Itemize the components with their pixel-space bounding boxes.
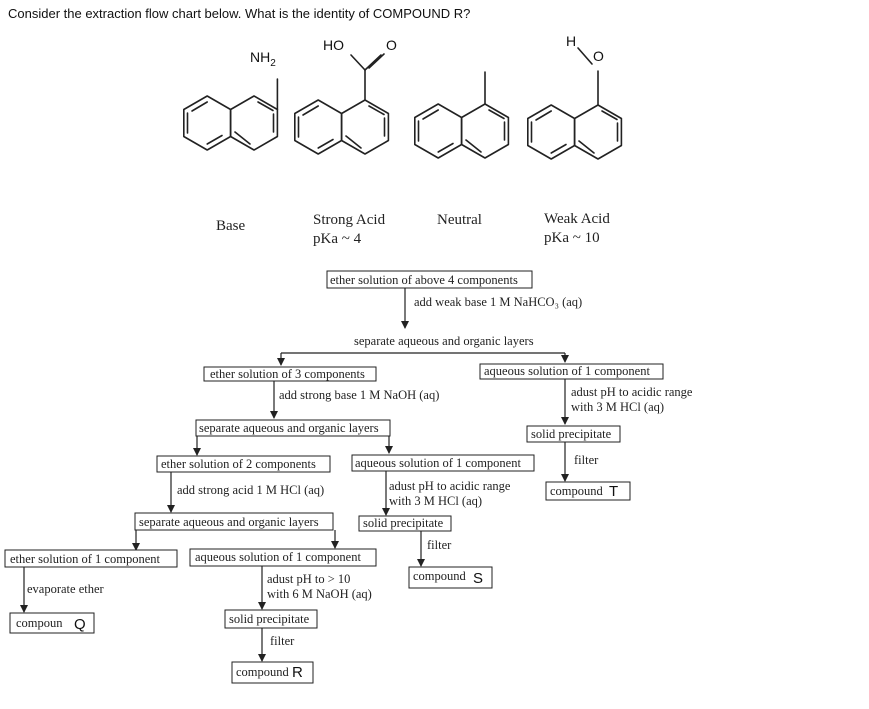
svg-text:aqueous solution of 1 componen: aqueous solution of 1 component [355, 456, 521, 470]
svg-text:compound: compound [413, 569, 467, 583]
svg-text:solid precipitate: solid precipitate [363, 516, 444, 530]
ether-3-components-box: ether solution of 3 components [203, 366, 377, 382]
compound-t-box: compound T [545, 481, 631, 501]
svg-text:aqueous solution of 1 componen: aqueous solution of 1 component [484, 364, 650, 378]
ether-2-components-box: ether solution of 2 components [156, 455, 331, 473]
solid-precipitate-t-box: solid precipitate [526, 425, 621, 443]
step3-label: add strong acid 1 M HCl (aq) [177, 483, 324, 497]
adjust-ph-t-line2: with 3 M HCl (aq) [571, 400, 664, 414]
phenol-oxygen-label: O [593, 48, 604, 64]
carbonyl-oxygen-label: O [386, 37, 397, 53]
separate-layers-2-box: separate aqueous and organic layers [195, 419, 391, 437]
compound-s-letter: S [473, 570, 483, 587]
adjust-ph-r-line2: with 6 M NaOH (aq) [267, 587, 372, 601]
question-text: Consider the extraction flow chart below… [8, 6, 471, 21]
filter-r-label: filter [270, 634, 295, 648]
adjust-ph-s-line1: adust pH to acidic range [389, 479, 511, 493]
svg-text:ether solution of 1 component: ether solution of 1 component [10, 552, 160, 566]
compound-t-letter: T [609, 483, 618, 500]
svg-text:separate aqueous and organic l: separate aqueous and organic layers [139, 515, 319, 529]
compound-r-letter: R [292, 664, 303, 681]
neutral-class-label: Neutral [437, 212, 482, 228]
phenol-hydrogen-label: H [566, 33, 576, 49]
step2-label: add strong base 1 M NaOH (aq) [279, 388, 439, 402]
step1-label: add weak base 1 M NaHCO₃ (aq) [414, 295, 582, 309]
compound-q-letter: Q [74, 616, 86, 633]
evaporate-ether-label: evaporate ether [27, 582, 105, 596]
solid-precipitate-s-box: solid precipitate [358, 515, 452, 532]
svg-text:solid precipitate: solid precipitate [229, 612, 310, 626]
neutral-molecule: Neutral [414, 71, 510, 228]
separate-layers-3-box: separate aqueous and organic layers [134, 512, 334, 531]
weak-acid-pka-label: pKa ~ 10 [544, 230, 600, 246]
strong-acid-class-label: Strong Acid [313, 212, 386, 228]
svg-text:separate aqueous and organic l: separate aqueous and organic layers [199, 421, 379, 435]
solid-precipitate-r-box: solid precipitate [224, 609, 318, 629]
aqueous-1-component-box-a: aqueous solution of 1 component [479, 363, 664, 380]
separate-layers-1-label: separate aqueous and organic layers [354, 334, 534, 348]
svg-text:ether solution of 2 components: ether solution of 2 components [161, 457, 316, 471]
base-class-label: Base [216, 218, 246, 234]
compound-s-box: compound S [408, 566, 493, 589]
weak-acid-class-label: Weak Acid [544, 211, 610, 227]
compound-r-box: compound R [231, 661, 314, 684]
strong-acid-molecule: HO O Strong Acid pKa ~ 4 [294, 37, 397, 247]
base-molecule: NH2 Base [183, 49, 279, 234]
filter-s-label: filter [427, 538, 452, 552]
aqueous-1-component-box-c: aqueous solution of 1 component [189, 548, 377, 567]
svg-text:compound: compound [550, 484, 604, 498]
svg-text:solid precipitate: solid precipitate [531, 427, 612, 441]
start-box: ether solution of above 4 components [326, 270, 533, 289]
amine-group-label: NH2 [250, 49, 276, 69]
weak-acid-molecule: H O Weak Acid pKa ~ 10 [527, 33, 623, 246]
adjust-ph-t-line1: adust pH to acidic range [571, 385, 693, 399]
svg-text:ether solution of 3 components: ether solution of 3 components [210, 367, 365, 381]
filter-t-label: filter [574, 453, 599, 467]
svg-text:compoun: compoun [16, 616, 63, 630]
svg-text:aqueous solution of 1 componen: aqueous solution of 1 component [195, 550, 361, 564]
strong-acid-pka-label: pKa ~ 4 [313, 231, 362, 247]
aqueous-1-component-box-b: aqueous solution of 1 component [351, 454, 535, 472]
adjust-ph-s-line2: with 3 M HCl (aq) [389, 494, 482, 508]
svg-text:compound: compound [236, 665, 290, 679]
adjust-ph-r-line1: adust pH to > 10 [267, 572, 350, 586]
hydroxyl-group-label: HO [323, 37, 344, 53]
svg-text:ether solution of above 4 comp: ether solution of above 4 components [330, 273, 518, 287]
ether-1-component-box: ether solution of 1 component [4, 549, 178, 568]
flow-connectors [20, 287, 569, 662]
compound-q-box: compoun Q [9, 612, 95, 634]
